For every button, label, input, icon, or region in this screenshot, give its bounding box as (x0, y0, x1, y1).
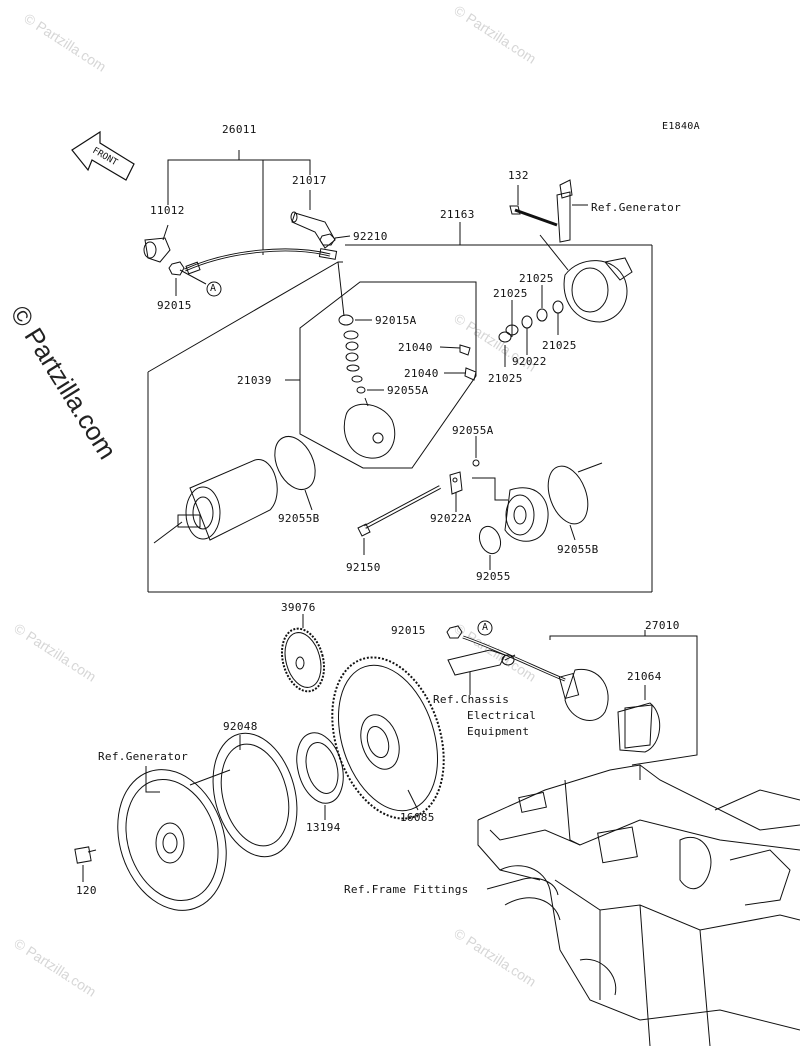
part-92055-label[interactable]: 92055 (476, 570, 511, 583)
part-92210-label[interactable]: 92210 (353, 230, 388, 243)
ref-chassis-label[interactable]: Electrical (467, 709, 537, 722)
part-92055B-label[interactable]: 92055B (278, 512, 320, 525)
part-21064-label[interactable]: 21064 (627, 670, 662, 683)
ref-frame-fittings-label[interactable]: Ref.Frame Fittings (344, 883, 469, 896)
part-21025-label[interactable]: 21025 (519, 272, 554, 285)
part-92015A-label[interactable]: 92015A (375, 314, 417, 327)
callout-a: A (210, 283, 217, 294)
part-21163-label[interactable]: 21163 (440, 208, 475, 221)
part-21040-label[interactable]: 21040 (398, 341, 433, 354)
part-92150-label[interactable]: 92150 (346, 561, 381, 574)
part-21039-label[interactable]: 21039 (237, 374, 272, 387)
part-120-label[interactable]: 120 (76, 884, 97, 897)
part-21040-label[interactable]: 21040 (404, 367, 439, 380)
part-132-label[interactable]: 132 (508, 169, 529, 182)
part-21017-label[interactable]: 21017 (292, 174, 327, 187)
front-arrow-icon: FRONT (71, 130, 135, 181)
ref-generator-top-label[interactable]: Ref.Generator (591, 201, 681, 214)
part-92055A-label[interactable]: 92055A (452, 424, 494, 437)
part-92048-label[interactable]: 92048 (223, 720, 258, 733)
part-21025-label[interactable]: 21025 (542, 339, 577, 352)
part-92055A-label[interactable]: 92055A (387, 384, 429, 397)
part-92055B-label[interactable]: 92055B (557, 543, 599, 556)
diagram-code: E1840A (662, 121, 700, 132)
part-11012-label[interactable]: 11012 (150, 204, 185, 217)
part-92015-label[interactable]: 92015 (391, 624, 426, 637)
part-39076-label[interactable]: 39076 (281, 601, 316, 614)
part-13194-label[interactable]: 13194 (306, 821, 341, 834)
part-92015-label[interactable]: 92015 (157, 299, 192, 312)
part-21025-label[interactable]: 21025 (488, 372, 523, 385)
part-26011-label[interactable]: 26011 (222, 123, 257, 136)
part-16085-label[interactable]: 16085 (400, 811, 435, 824)
callout-a: A (482, 622, 489, 633)
ref-chassis-label[interactable]: Ref.Chassis (433, 693, 510, 706)
part-27010-label[interactable]: 27010 (645, 619, 680, 632)
part-92022-label[interactable]: 92022 (512, 355, 547, 368)
part-21025-label[interactable]: 21025 (493, 287, 528, 300)
ref-generator-bottom-label[interactable]: Ref.Generator (98, 750, 188, 763)
ref-chassis-label[interactable]: Equipment (467, 725, 530, 738)
part-92022A-label[interactable]: 92022A (430, 512, 472, 525)
